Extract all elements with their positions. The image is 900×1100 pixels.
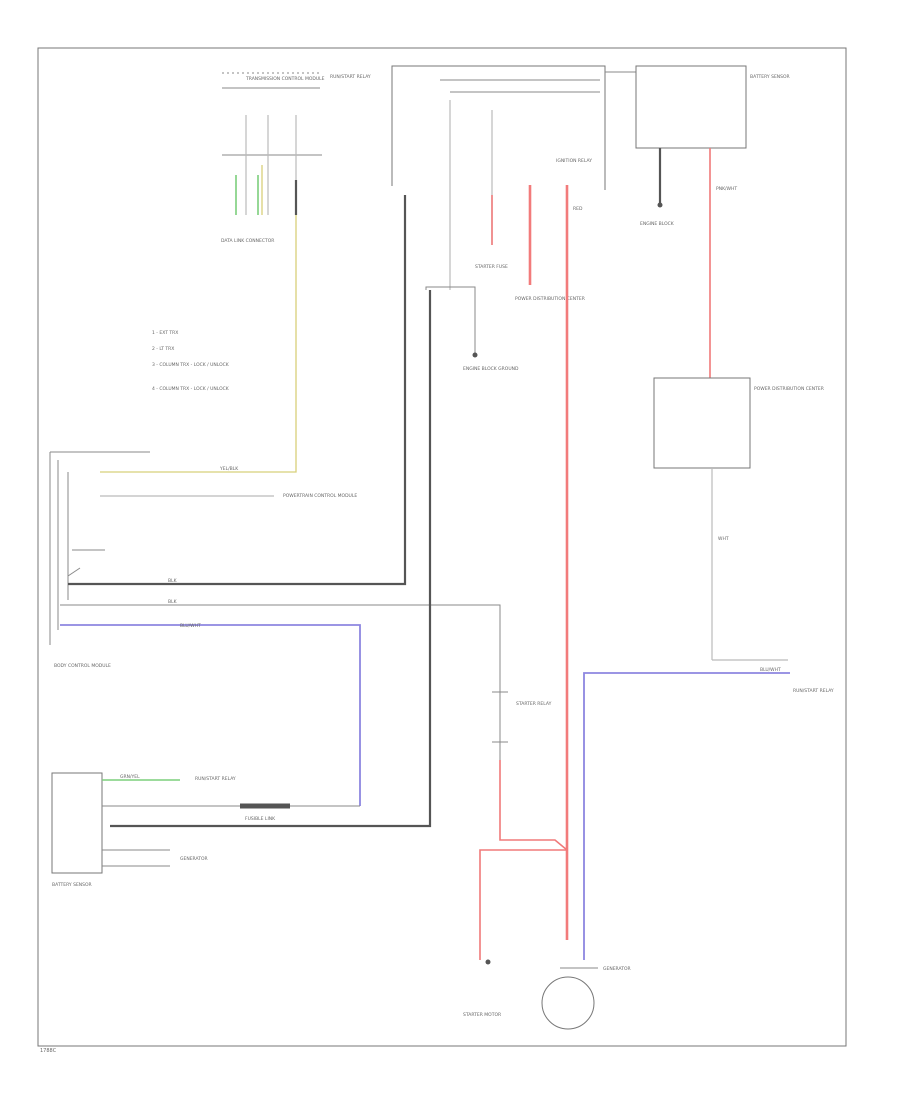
starter-motor: GENERATOR STARTER MOTOR xyxy=(463,966,631,1030)
generator-small-label: GENERATOR xyxy=(180,856,208,862)
black-wire-main xyxy=(110,290,432,828)
top-left-connector: TRANSMISSION CONTROL MODULE DATA LINK CO… xyxy=(221,72,325,244)
lower-left-module: GRN/YEL RUN/START RELAY FUSIBLE LINK GEN… xyxy=(51,772,360,888)
pdc-right-label: POWER DISTRIBUTION CENTER xyxy=(754,386,824,392)
fusible-link-label: FUSIBLE LINK xyxy=(245,816,276,822)
grn-label: GRN/YEL xyxy=(120,774,140,780)
bcm-label: BODY CONTROL MODULE xyxy=(54,663,111,669)
battery-sensor-label: BATTERY SENSOR xyxy=(750,74,790,80)
legend-3: 3 - COLUMN TRX - LOCK / UNLOCK xyxy=(152,362,230,368)
ignition-relay-label: IGNITION RELAY xyxy=(556,158,592,164)
pnk-label: PNK/WHT xyxy=(716,186,737,192)
run-start-ll-label: RUN/START RELAY xyxy=(195,776,236,782)
black-wire-relay xyxy=(60,604,501,690)
wire-legend: 1 - EXT TRX 2 - LT TRX 3 - COLUMN TRX - … xyxy=(152,330,230,392)
legend-2: 2 - LT TRX xyxy=(152,346,174,352)
diagram-border xyxy=(37,47,847,1047)
generator-label: GENERATOR xyxy=(603,966,631,972)
blk-label-1: BLK xyxy=(168,578,178,584)
yellow-wire xyxy=(100,215,297,473)
blu-label-2: BLU/WHT xyxy=(760,667,781,673)
blue-wire-right xyxy=(583,672,790,960)
yellow-wire-label: YEL/BLK xyxy=(219,466,239,472)
legend-1: 1 - EXT TRX xyxy=(152,330,178,336)
relay-box: RUN/START RELAY STARTER FUSE ENGINE BLOC… xyxy=(330,65,636,372)
starter-relay-label: STARTER RELAY xyxy=(516,701,552,707)
starter-relay: STARTER RELAY xyxy=(479,690,568,965)
data-link-label: DATA LINK CONNECTOR xyxy=(221,238,274,244)
ground-g2-label: ENGINE BLOCK xyxy=(640,221,675,227)
starter-motor-label: STARTER MOTOR xyxy=(463,1012,501,1018)
red-label-1: RED xyxy=(573,206,583,212)
corner-code: 1788C xyxy=(40,1048,57,1054)
run-start-relay-label: RUN/START RELAY xyxy=(330,74,371,80)
pdc-right: POWER DISTRIBUTION CENTER WHT RUN/START … xyxy=(653,377,834,694)
tcm-label: TRANSMISSION CONTROL MODULE xyxy=(245,76,325,82)
battery-sensor-ll-label: BATTERY SENSOR xyxy=(52,882,92,888)
blue-wire-upper xyxy=(60,624,361,806)
wht-label: WHT xyxy=(718,536,729,542)
fuse-label: STARTER FUSE xyxy=(475,264,508,270)
legend-4: 4 - COLUMN TRX - LOCK / UNLOCK xyxy=(152,386,230,392)
black-wire-run xyxy=(68,195,407,586)
battery-sensor-module: BATTERY SENSOR ENGINE BLOCK PNK/WHT xyxy=(635,65,790,378)
run-start-right-label: RUN/START RELAY xyxy=(793,688,834,694)
pdc-top-label: POWER DISTRIBUTION CENTER xyxy=(515,296,585,302)
blk-label-2: BLK xyxy=(168,599,178,605)
ground-g1-label: ENGINE BLOCK GROUND xyxy=(463,366,519,372)
bcm-module: POWERTRAIN CONTROL MODULE BODY CONTROL M… xyxy=(49,451,357,669)
blu-label-1: BLU/WHT xyxy=(180,623,201,629)
pcm-label: POWERTRAIN CONTROL MODULE xyxy=(283,493,357,499)
